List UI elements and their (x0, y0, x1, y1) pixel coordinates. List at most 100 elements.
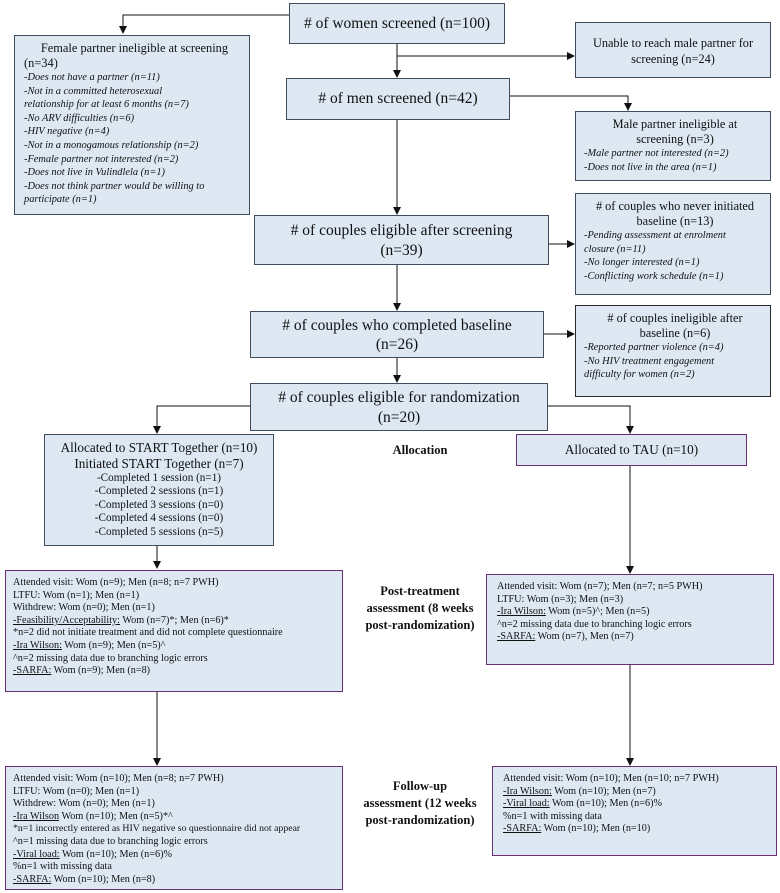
post-left-withdrew: Withdrew: Wom (n=0); Men (n=1) (13, 602, 155, 614)
tau-box: Allocated to TAU (n=10) (516, 434, 747, 466)
couples-eligible-box: # of couples eligible after screening (n… (254, 215, 549, 265)
women-screened-text: # of women screened (n=100) (303, 15, 491, 32)
post-label-line2: assessment (8 weeks (366, 601, 474, 615)
followup-label-line3: post-randomization) (365, 813, 475, 827)
men-screened-text: # of men screened (n=42) (318, 90, 478, 107)
post-right-ira-note: ^n=2 missing data due to branching logic… (497, 618, 692, 630)
sarfa-value: Wom (n=7), Men (n=7) (535, 631, 634, 643)
female-reason: -No ARV difficulties (n=6) (24, 112, 135, 124)
male-reason: -Male partner not interested (n=2) (584, 148, 729, 159)
female-reason: -Does not live in Vulindlela (n=1) (24, 167, 165, 179)
eligible-randomization-line1: # of couples eligible for randomization (278, 389, 520, 406)
post-left-feas-note: *n=2 did not initiate treatment and did … (13, 627, 283, 639)
couples-eligible-line2: (n=39) (380, 241, 423, 259)
post-label-line3: post-randomization) (365, 618, 475, 632)
female-ineligible-box: Female partner ineligible at screening (… (14, 35, 250, 215)
female-reason: relationship for at least 6 months (n=7) (24, 99, 189, 111)
followup-label: Follow-up assessment (12 weeks post-rand… (350, 778, 490, 829)
sarfa-label: -SARFA: (13, 665, 52, 677)
male-ineligible-line2: screening (n=3) (636, 132, 714, 146)
ira-value: Wom (n=10); Men (n=5)*^ (59, 810, 173, 822)
unable-reach-box: Unable to reach male partner for screeni… (575, 22, 771, 78)
post-left-ltfu: LTFU: Wom (n=1); Men (n=1) (13, 589, 140, 601)
post-left-ira-note: ^n=2 missing data due to branching logic… (13, 652, 208, 664)
completed-baseline-box: # of couples who completed baseline (n=2… (250, 311, 544, 358)
couples-eligible-line1: # of couples eligible after screening (290, 222, 513, 239)
female-reason: -Does not think partner would be willing… (24, 180, 205, 192)
post-label-line1: Post-treatment (380, 584, 460, 598)
ineligible-after-box: # of couples ineligible after baseline (… (575, 305, 771, 397)
female-reason: participate (n=1) (24, 194, 97, 206)
feasibility-label: -Feasibility/Acceptability: (13, 614, 120, 626)
unable-reach-line2: screening (n=24) (631, 52, 715, 66)
start-session: -Completed 1 session (n=1) (96, 472, 222, 484)
fu-right-vl-note: %n=1 with missing data (503, 810, 602, 822)
fu-left-ltfu: LTFU: Wom (n=0); Men (n=1) (13, 785, 140, 797)
male-ineligible-box: Male partner ineligible at screening (n=… (575, 111, 771, 181)
viral-load-label: -Viral load: (503, 798, 550, 810)
never-initiated-line1: # of couples who never initiated (595, 199, 755, 213)
arrow-to-male-ineligible (510, 95, 632, 111)
allocation-label: Allocation (392, 443, 448, 457)
post-left-sarfa: -SARFA: Wom (n=9); Men (n=8) (13, 665, 338, 678)
female-reason: -Female partner not interested (n=2) (24, 153, 179, 165)
female-reason: -HIV negative (n=4) (24, 126, 110, 138)
start-session: -Completed 4 sessions (n=0) (94, 512, 224, 525)
sarfa-label: -SARFA: (497, 631, 536, 643)
ira-label: -Ira Wilson: (497, 606, 546, 618)
post-right-attended: Attended visit: Wom (n=7); Men (n=7; n=5… (497, 581, 703, 592)
viral-load-label: -Viral load: (13, 848, 60, 860)
post-left-ira: -Ira Wilson: Wom (n=9); Men (n=5)^ (13, 640, 338, 653)
ineligible-after-reason: -No HIV treatment engagement (584, 355, 715, 367)
start-session: -Completed 2 sessions (n=1) (94, 485, 224, 498)
followup-label-line2: assessment (12 weeks (363, 796, 477, 810)
ira-value: Wom (n=5)^; Men (n=5) (545, 606, 650, 618)
sarfa-value: Wom (n=10); Men (n=8) (51, 873, 156, 885)
post-left-box: Attended visit: Wom (n=9); Men (n=8; n=7… (5, 570, 343, 692)
followup-left-box: Attended visit: Wom (n=10); Men (n=8; n=… (5, 766, 343, 890)
female-reason: -Does not have a partner (n=11) (24, 72, 160, 83)
fu-left-ira: -Ira Wilson Wom (n=10); Men (n=5)*^ (13, 811, 338, 824)
male-ineligible-line1: Male partner ineligible at (612, 117, 738, 131)
ira-value: Wom (n=10); Men (n=7) (551, 785, 656, 797)
sarfa-label: -SARFA: (503, 823, 542, 835)
fu-left-ira-note1: *n=1 incorrectly entered as HIV negative… (13, 823, 301, 835)
post-right-ira: -Ira Wilson: Wom (n=5)^; Men (n=5) (497, 606, 769, 619)
fu-right-ira: -Ira Wilson: Wom (n=10); Men (n=7) (503, 786, 772, 799)
start-together-line2: Initiated START Together (n=7) (74, 456, 244, 471)
sarfa-value: Wom (n=9); Men (n=8) (51, 665, 151, 677)
post-left-attended: Attended visit: Wom (n=9); Men (n=8; n=7… (13, 577, 219, 588)
ineligible-after-reason: -Reported partner violence (n=4) (584, 342, 724, 353)
female-reason: -Not in a committed heterosexual (24, 85, 163, 97)
female-ineligible-title: Female partner ineligible at screening (40, 41, 229, 55)
ineligible-after-line2: baseline (n=6) (639, 326, 711, 340)
viral-load-value: Wom (n=10); Men (n=6)% (59, 848, 172, 860)
ineligible-after-reason: difficulty for women (n=2) (584, 369, 695, 380)
fu-right-attended: Attended visit: Wom (n=10); Men (n=10; n… (503, 773, 719, 784)
post-right-box: Attended visit: Wom (n=7); Men (n=7; n=5… (486, 574, 774, 665)
start-together-line1: Allocated to START Together (n=10) (60, 440, 258, 455)
sarfa-value: Wom (n=10); Men (n=10) (541, 823, 651, 835)
never-initiated-box: # of couples who never initiated baselin… (575, 193, 771, 295)
tau-text: Allocated to TAU (n=10) (564, 442, 699, 457)
eligible-randomization-line2: (n=20) (377, 408, 421, 426)
ira-value: Wom (n=9); Men (n=5)^ (61, 639, 166, 651)
never-initiated-reason: -Pending assessment at enrolment (584, 230, 726, 241)
men-screened-box: # of men screened (n=42) (286, 78, 510, 120)
fu-left-viral: -Viral load: Wom (n=10); Men (n=6)% (13, 849, 338, 862)
never-initiated-reason: closure (n=11) (584, 243, 646, 255)
never-initiated-line2: baseline (n=13) (636, 214, 714, 228)
post-right-sarfa: -SARFA: Wom (n=7), Men (n=7) (497, 631, 769, 644)
arrow-to-start-together (153, 405, 250, 434)
ira-label: -Ira Wilson (13, 810, 60, 822)
followup-label-line1: Follow-up (392, 779, 448, 793)
post-left-feasibility: -Feasibility/Acceptability: Wom (n=7)*; … (13, 615, 338, 628)
fu-right-viral: -Viral load: Wom (n=10); Men (n=6)% (503, 798, 772, 811)
female-ineligible-count: (n=34) (24, 56, 58, 70)
never-initiated-reason: -No longer interested (n=1) (584, 257, 700, 268)
fu-left-withdrew: Withdrew: Wom (n=0); Men (n=1) (13, 798, 155, 810)
start-together-box: Allocated to START Together (n=10) Initi… (44, 434, 274, 546)
fu-right-sarfa: -SARFA: Wom (n=10); Men (n=10) (503, 823, 772, 836)
ineligible-after-line1: # of couples ineligible after (607, 311, 743, 325)
